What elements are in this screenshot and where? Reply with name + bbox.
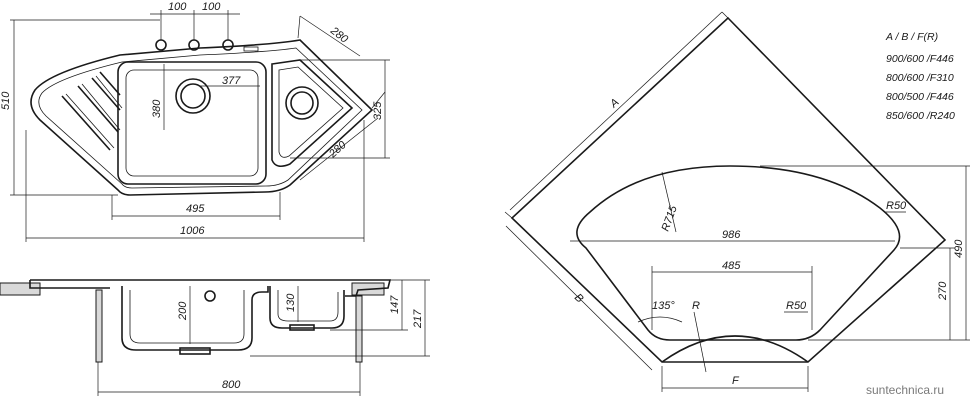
label-r715: R715	[660, 203, 681, 233]
secondary-drain	[285, 86, 319, 120]
corner-view: A B F 986 485 490 270 R715 R50 R50 R	[504, 11, 970, 392]
spec-row-2: 800/600 /F310	[886, 72, 954, 84]
label-f: F	[732, 375, 740, 387]
dim-270: 270	[937, 281, 949, 301]
label-r: R	[692, 300, 700, 312]
corner-counter-outline	[510, 16, 947, 363]
label-a: A	[607, 96, 621, 111]
dim-377: 377	[222, 75, 241, 87]
front-curve	[661, 335, 809, 363]
top-view: 100 100 510 380 377 280 325 280 495 1006	[0, 1, 390, 242]
dim-510: 510	[0, 91, 12, 110]
main-bowl	[117, 61, 267, 185]
secondary-bowl	[271, 59, 354, 168]
cabinet-side-right	[355, 295, 363, 363]
overflow-hole	[204, 290, 216, 302]
dim-800: 800	[222, 379, 241, 391]
spec-table: A / B / F(R) 900/600 /F446 800/600 /F310…	[885, 31, 955, 122]
spec-row-4: 850/600 /R240	[886, 110, 955, 122]
label-r50-top: R50	[886, 200, 907, 212]
dim-280-bottom: 280	[326, 138, 349, 160]
dim-100-b: 100	[202, 1, 221, 13]
countertop-left	[0, 282, 41, 296]
section-view: 200 130 147 217 800	[0, 279, 430, 396]
label-r50-bottom: R50	[786, 300, 807, 312]
secondary-bowl-section	[269, 286, 345, 329]
main-bowl-section	[121, 286, 269, 351]
dim-130: 130	[285, 293, 297, 312]
sink-inner-outline	[38, 47, 363, 189]
dim-490: 490	[953, 239, 965, 258]
dim-485: 485	[722, 260, 741, 272]
dim-217: 217	[412, 309, 424, 329]
cabinet-side-left	[95, 289, 103, 363]
dim-200: 200	[177, 301, 189, 321]
tap-hole-1	[155, 39, 167, 51]
dim-147: 147	[389, 295, 401, 314]
dim-280-top: 280	[327, 24, 350, 46]
tap-hole-3	[222, 39, 234, 51]
spec-table-header: A / B / F(R)	[885, 31, 938, 43]
overflow-slot	[243, 46, 259, 52]
dim-1006: 1006	[180, 225, 205, 237]
label-b: B	[572, 292, 586, 306]
spec-row-3: 800/500 /F446	[886, 91, 954, 103]
sink-outline	[30, 39, 374, 196]
dim-325: 325	[372, 101, 384, 120]
drainboard-ribs	[61, 71, 123, 151]
label-angle: 135°	[652, 300, 675, 312]
dim-495: 495	[186, 203, 205, 215]
dim-380: 380	[151, 99, 163, 118]
main-drain	[175, 78, 211, 114]
main-bowl-inner	[125, 69, 259, 177]
sink-rim	[30, 279, 392, 297]
dim-100-a: 100	[168, 1, 187, 13]
watermark: suntechnica.ru	[866, 383, 944, 397]
dim-986: 986	[722, 229, 741, 241]
bowl-outline	[576, 165, 901, 341]
spec-row-1: 900/600 /F446	[886, 53, 954, 65]
